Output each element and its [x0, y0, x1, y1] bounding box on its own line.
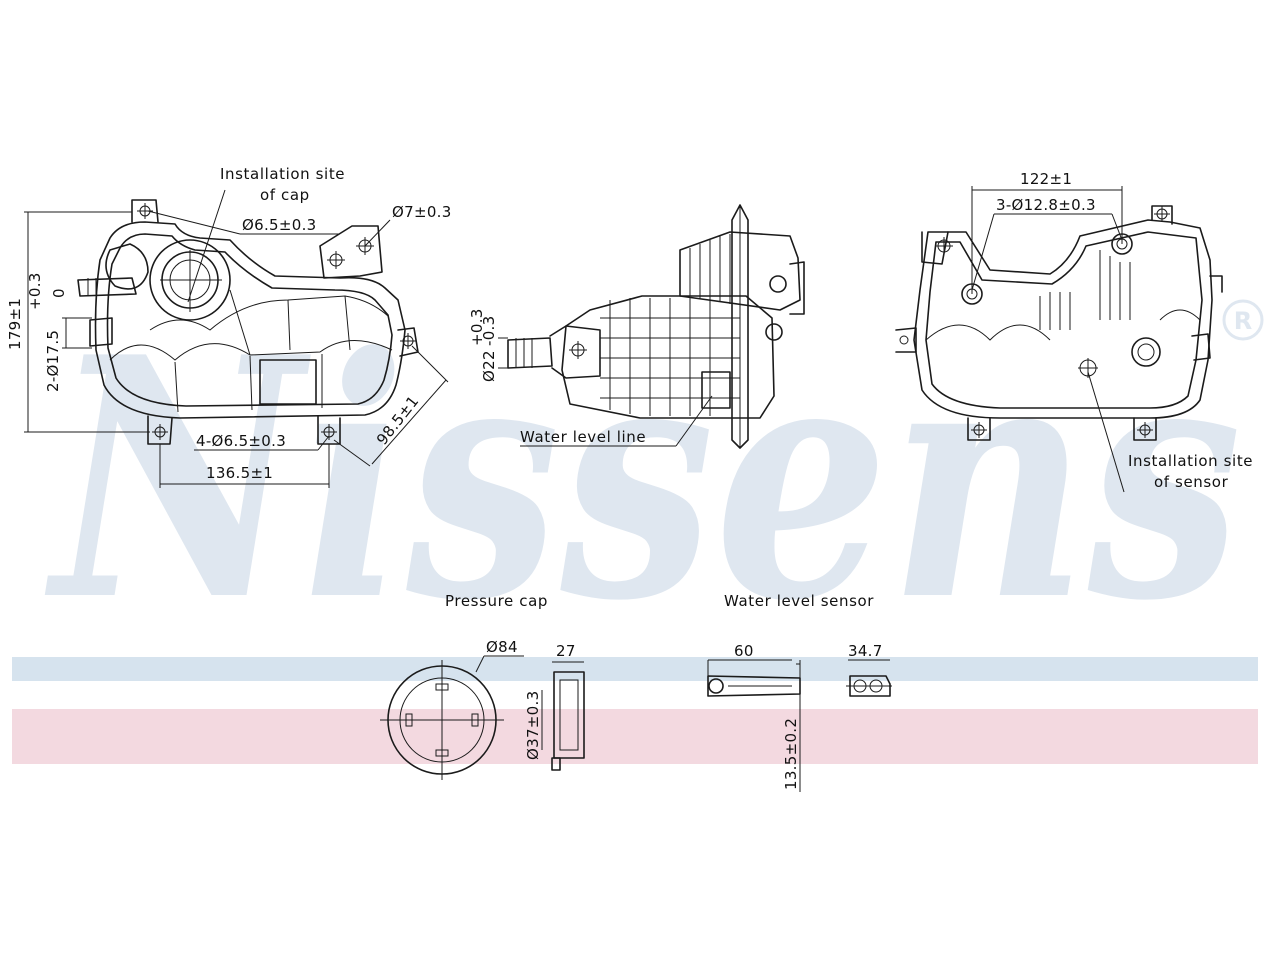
dim-left-hole-6-5: Ø6.5±0.3 [242, 216, 317, 234]
dim-sensor-w: 34.7 [848, 642, 883, 660]
label-water-level-line: Water level line [520, 428, 646, 446]
dim-cap-dia: Ø84 [486, 638, 518, 656]
label-cap-site-line2: of cap [260, 186, 310, 204]
tank-side-view: Ø22 +0.3 -0.3 Water level line [468, 204, 805, 449]
dim-sensor-len: 60 [734, 642, 754, 660]
tank-rear-view: 122±1 3-Ø12.8±0.3 Installation site of s… [895, 170, 1253, 493]
brand-watermark: Nissens [43, 285, 1242, 673]
dim-right-holes: 3-Ø12.8±0.3 [996, 196, 1096, 214]
label-cap-site-line1: Installation site [220, 165, 345, 183]
dim-left-holes-4: 4-Ø6.5±0.3 [196, 432, 286, 450]
red-stripe [12, 709, 1258, 764]
dim-sensor-h: 13.5±0.2 [782, 718, 800, 790]
label-sensor-site-line1: Installation site [1128, 452, 1253, 470]
dim-cap-inner: Ø37±0.3 [524, 691, 542, 760]
dim-left-hole-7: Ø7±0.3 [392, 203, 452, 221]
dim-left-width: 136.5±1 [206, 464, 273, 482]
dim-cap-height: 27 [556, 642, 576, 660]
dim-left-tol-low: 0 [50, 288, 68, 298]
dim-left-pipe: 2-Ø17.5 [44, 330, 62, 392]
label-sensor-site-line2: of sensor [1154, 473, 1229, 491]
water-level-sensor-detail: Water level sensor 60 13.5±0.2 34.7 [707, 592, 892, 792]
svg-text:R: R [1234, 307, 1252, 335]
dim-mid-tol-low: -0.3 [480, 316, 498, 346]
tank-front-view: 179±1 2-Ø17.5 +0.3 0 Installation site o… [6, 165, 452, 488]
dim-mid-pipe: Ø22 [480, 350, 498, 382]
pressure-cap-detail: Pressure cap Ø84 27 Ø37±0.3 [380, 592, 585, 780]
dim-left-tol: +0.3 [26, 272, 44, 310]
dim-left-height: 179±1 [6, 298, 24, 350]
dim-mid-tol: +0.3 [468, 308, 486, 346]
label-pressure-cap: Pressure cap [445, 592, 548, 610]
label-water-level-sensor: Water level sensor [724, 592, 874, 610]
registered-mark-icon: R [1222, 299, 1264, 341]
dim-right-width: 122±1 [1020, 170, 1072, 188]
blue-stripe [12, 657, 1258, 681]
